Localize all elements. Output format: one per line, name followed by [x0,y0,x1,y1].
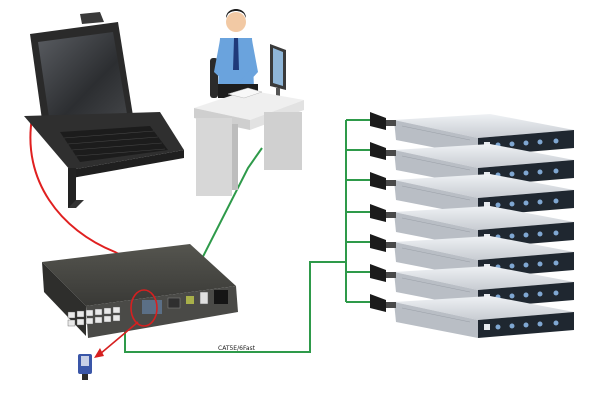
trunk-cable [124,261,346,353]
vga-usb-adapter-icon [78,354,92,380]
operator-cable [185,147,263,291]
person-at-desk-icon [194,9,304,196]
network-cables [124,119,372,353]
server-stack [369,112,575,339]
kvm-switch-icon [42,244,238,358]
port-bank [67,306,121,327]
adapter-arrow [99,321,139,355]
highlight-circle [130,289,158,327]
rack-lcd-console-icon [24,12,184,208]
cable-label: CAT5E/6Fast [218,345,256,352]
